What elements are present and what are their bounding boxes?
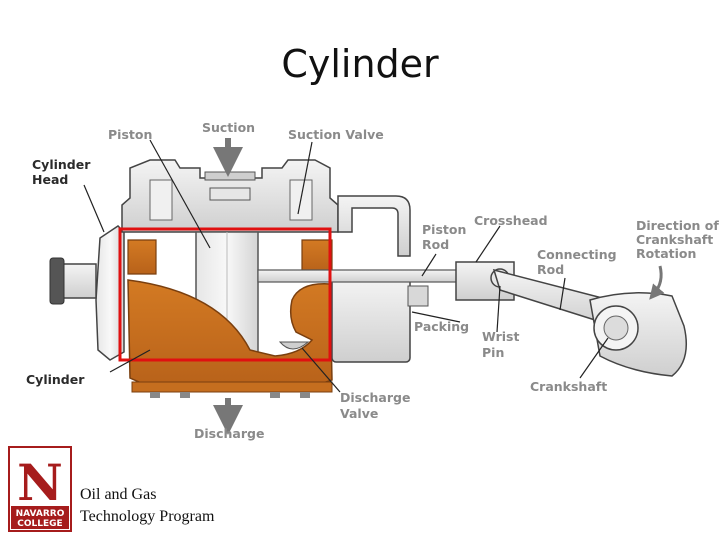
svg-text:N: N	[17, 453, 63, 512]
program-line-1: Oil and Gas	[80, 486, 157, 503]
label-packing: Packing	[414, 319, 469, 334]
label-piston: Piston	[108, 127, 152, 142]
label-direction-3: Rotation	[636, 246, 696, 261]
label-discharge-valve-1: Discharge	[340, 390, 410, 405]
label-cylinder: Cylinder	[26, 372, 85, 387]
label-connecting-rod-1: Connecting	[537, 247, 617, 262]
discharge-passage	[337, 195, 411, 257]
label-wrist-pin-2: Pin	[482, 345, 504, 360]
label-wrist-pin-1: Wrist	[482, 329, 519, 344]
packing	[331, 277, 411, 363]
label-piston-rod-1: Piston	[422, 222, 466, 237]
valve-housing	[121, 159, 339, 233]
crankshaft	[589, 292, 687, 377]
navarro-college-logo: N NAVARRO COLLEGE	[8, 446, 72, 532]
label-suction-valve: Suction Valve	[288, 127, 384, 142]
rotation-arrow	[649, 265, 665, 300]
cylinder-highlight	[118, 227, 332, 362]
label-direction-1: Direction of	[636, 218, 719, 233]
label-crosshead: Crosshead	[474, 213, 548, 228]
label-piston-rod-2: Rod	[422, 237, 449, 252]
label-cylinder-head-1: Cylinder	[32, 157, 91, 172]
label-discharge-valve-2: Valve	[340, 406, 378, 421]
piston-rod	[257, 269, 469, 283]
label-cylinder-head-2: Head	[32, 172, 68, 187]
label-crankshaft: Crankshaft	[530, 379, 607, 394]
program-line-2: Technology Program	[80, 508, 215, 525]
slide-title: Cylinder	[281, 42, 439, 86]
label-connecting-rod-2: Rod	[537, 262, 564, 277]
program-name: Oil and Gas Technology Program	[80, 484, 214, 528]
leader-lines	[83, 139, 609, 393]
svg-text:COLLEGE: COLLEGE	[17, 519, 62, 529]
svg-text:NAVARRO: NAVARRO	[16, 509, 65, 519]
label-direction-2: Crankshaft	[636, 232, 713, 247]
cylinder-head	[49, 225, 125, 361]
label-discharge: Discharge	[194, 426, 264, 441]
label-suction: Suction	[202, 120, 255, 135]
cylinder-base	[131, 381, 333, 398]
